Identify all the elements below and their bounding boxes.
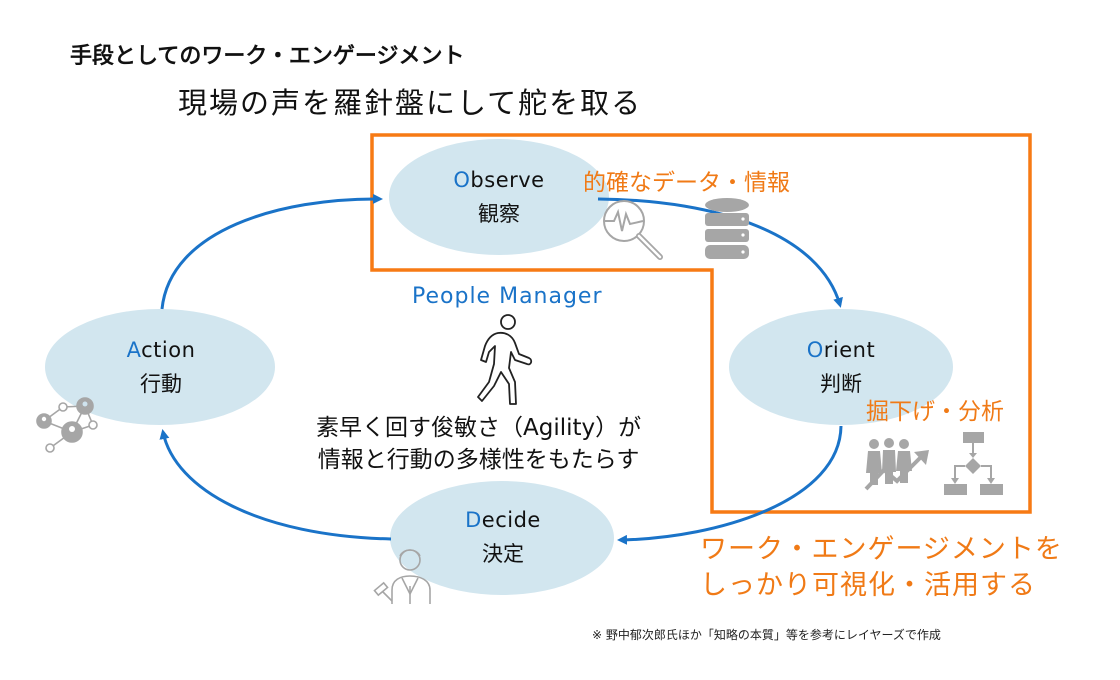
node-observe-jp: 観察: [478, 202, 520, 226]
node-decide-initial: D: [465, 508, 482, 532]
highlight-message: ワーク・エンゲージメントを しっかり可視化・活用する: [700, 532, 1063, 604]
network-people-icon: [36, 397, 98, 453]
arrow-observe-to-orient: [597, 197, 843, 308]
node-action-jp: 行動: [140, 372, 182, 396]
node-decide: Decide 決定: [448, 508, 558, 568]
node-observe-initial: O: [453, 168, 471, 192]
walking-person-icon: [477, 314, 533, 405]
node-orient-rest: rient: [823, 338, 876, 362]
node-observe-shape: [389, 139, 609, 255]
agility-message-line1: 素早く回す俊敏さ（Agility）が: [316, 415, 642, 441]
node-decide-rest: ecide: [481, 508, 541, 532]
orient-note: 掘下げ・分析: [866, 399, 1004, 425]
node-observe-rest: bserve: [470, 168, 545, 192]
highlight-frame: [370, 133, 1032, 514]
database-icon: [705, 198, 749, 259]
node-action-shape: [45, 309, 275, 425]
node-action: Action 行動: [106, 338, 216, 398]
page-subtitle: 現場の声を羅針盤にして舵を取る: [178, 86, 643, 120]
node-orient-initial: O: [806, 338, 824, 362]
node-orient-jp: 判断: [820, 372, 862, 396]
arrow-decide-to-action: [159, 429, 392, 541]
node-orient: Orient 判断: [788, 338, 894, 398]
agility-message: 素早く回す俊敏さ（Agility）が 情報と行動の多様性をもたらす: [316, 412, 641, 476]
observe-note: 的確なデータ・情報: [583, 170, 790, 196]
arrow-orient-to-decide: [617, 425, 843, 545]
node-decide-jp: 決定: [482, 542, 524, 566]
node-decide-shape: [390, 481, 614, 595]
people-growth-icon: [864, 438, 929, 491]
judge-person-icon: [373, 549, 431, 604]
footnote: ※ 野中郁次郎氏ほか「知略の本質」等を参考にレイヤーズで作成: [592, 628, 941, 642]
people-manager-label: People Manager: [412, 284, 603, 309]
node-action-initial: A: [126, 338, 142, 362]
node-action-rest: ction: [141, 338, 196, 362]
highlight-message-line2: しっかり可視化・活用する: [700, 570, 1036, 601]
arrow-action-to-observe: [160, 193, 383, 310]
page-title: 手段としてのワーク・エンゲージメント: [70, 44, 465, 69]
node-orient-shape: [729, 309, 953, 425]
flowchart-icon: [944, 432, 1003, 495]
magnifier-pulse-icon: [603, 200, 663, 260]
highlight-message-line1: ワーク・エンゲージメントを: [700, 534, 1063, 565]
agility-message-line2: 情報と行動の多様性をもたらす: [317, 447, 640, 473]
node-observe: Observe 観察: [444, 168, 554, 228]
